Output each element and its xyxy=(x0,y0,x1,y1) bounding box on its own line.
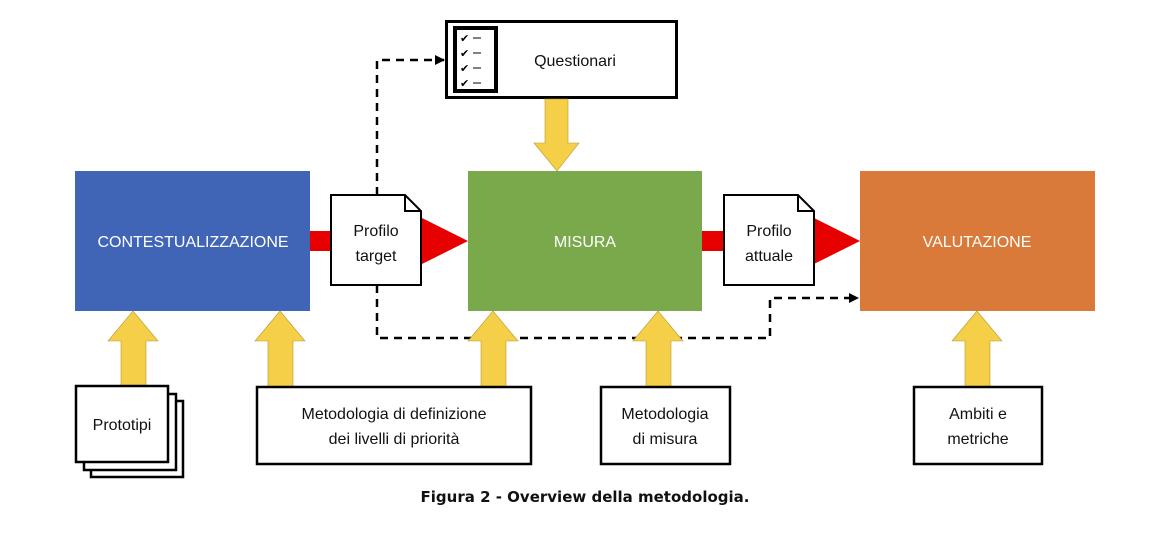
svg-text:Profilo: Profilo xyxy=(353,223,398,240)
svg-text:Questionari: Questionari xyxy=(534,53,616,70)
svg-text:metriche: metriche xyxy=(947,431,1008,448)
svg-text:✔: ✔ xyxy=(460,77,469,90)
svg-text:di misura: di misura xyxy=(633,431,698,448)
svg-text:✔: ✔ xyxy=(460,62,469,75)
input-ambiti-metriche: Ambiti e metriche xyxy=(912,385,1044,466)
input-metodologia-priorita: Metodologia di definizione dei livelli d… xyxy=(255,385,533,466)
questionari-box: ✔ ✔ ✔ ✔ Questionari xyxy=(445,20,678,99)
svg-text:Prototipi: Prototipi xyxy=(93,417,152,434)
svg-text:CONTESTUALIZZAZIONE: CONTESTUALIZZAZIONE xyxy=(97,234,288,251)
svg-text:✔: ✔ xyxy=(460,47,469,60)
svg-text:MISURA: MISURA xyxy=(554,234,617,251)
svg-text:attuale: attuale xyxy=(745,248,793,265)
input-metodologia-misura: Metodologia di misura xyxy=(599,385,732,466)
svg-text:Metodologia di definizione: Metodologia di definizione xyxy=(301,406,486,423)
input-arrow-ambiti xyxy=(951,310,1003,388)
input-prototipi: Prototipi xyxy=(74,384,185,479)
input-arrow-questionari xyxy=(533,98,580,172)
svg-text:Profilo: Profilo xyxy=(746,223,791,240)
input-arrow-metodologia-misura xyxy=(632,310,684,388)
dashed-arrow-to-valutazione xyxy=(375,285,859,340)
input-arrow-priorita xyxy=(254,310,306,388)
input-arrow-prototipi xyxy=(107,310,159,388)
svg-text:VALUTAZIONE: VALUTAZIONE xyxy=(923,234,1032,251)
block-valutazione: VALUTAZIONE xyxy=(860,171,1095,311)
dashed-arrow-to-questionari xyxy=(375,55,445,195)
document-profilo-target: Profilo target xyxy=(330,194,422,286)
figure-caption: Figura 2 - Overview della metodologia. xyxy=(421,488,750,506)
block-misura: MISURA xyxy=(468,171,702,311)
input-arrow-priorita-misura xyxy=(467,310,519,388)
svg-text:Metodologia: Metodologia xyxy=(621,406,708,423)
block-contestualizzazione: CONTESTUALIZZAZIONE xyxy=(75,171,310,311)
checklist-icon: ✔ ✔ ✔ ✔ xyxy=(453,26,498,93)
svg-text:✔: ✔ xyxy=(460,32,469,45)
document-profilo-attuale: Profilo attuale xyxy=(723,194,815,286)
svg-text:dei livelli di priorità: dei livelli di priorità xyxy=(329,431,460,448)
svg-text:Ambiti e: Ambiti e xyxy=(949,406,1007,423)
svg-text:target: target xyxy=(356,248,397,265)
